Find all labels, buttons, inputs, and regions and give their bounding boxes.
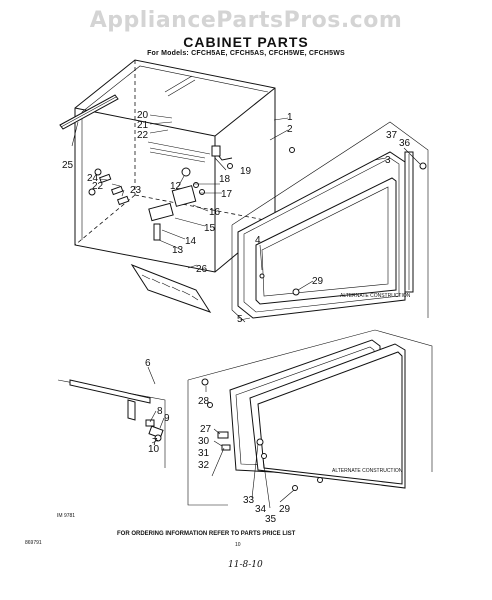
hinge-parts [88,168,130,206]
part-label-14: 14 [185,236,197,247]
part-label-36: 36 [399,138,411,149]
page-title: CABINET PARTS [183,34,309,50]
part-label-29a: 29 [312,276,324,287]
part-label-22a: 22 [137,130,149,141]
part-label-16: 16 [209,207,221,218]
part-label-13: 13 [172,245,184,256]
part-label-35: 35 [265,514,277,525]
part-label-3: 3 [385,155,391,166]
part-label-20: 20 [137,110,149,121]
part-label-10: 10 [148,444,160,455]
part-label-30: 30 [198,436,210,447]
part-label-24: 24 [87,173,99,184]
part-label-28: 28 [198,396,210,407]
part-label-4: 4 [255,235,261,246]
part-label-7: 7 [152,437,158,448]
part-label-2: 2 [287,124,293,135]
model-list: For Models: CFCH5AE, CFCH5AS, CFCH5WE, C… [147,50,345,57]
latch-bracket-6 [57,379,166,468]
handwritten-date: 11-8-10 [228,560,263,570]
part-label-26: 26 [196,264,208,275]
part-label-21: 21 [137,120,149,131]
kick-plate-26 [130,263,212,313]
part-label-29b: 29 [279,504,291,515]
part-label-31: 31 [198,448,210,459]
part-label-25: 25 [62,160,74,171]
figure-code: IM 9781 [57,513,75,519]
page-number: 10 [235,542,241,548]
lower-door-assembly [187,329,433,506]
part-label-1: 1 [287,112,293,123]
part-label-12: 12 [170,181,182,192]
part-label-6: 6 [145,358,151,369]
part-label-34: 34 [255,504,267,515]
ordering-note: FOR ORDERING INFORMATION REFER TO PARTS … [117,531,296,537]
part-label-19: 19 [240,166,252,177]
part-label-27: 27 [200,424,212,435]
trim-strip-25 [59,94,119,130]
doc-number: 869791 [25,540,42,546]
part-label-17: 17 [221,189,233,200]
alternate-construction-upper: ALTERNATE CONSTRUCTION [340,293,411,299]
part-label-22b: 22 [92,181,104,192]
watermark: AppliancePartsPros.com [89,8,403,33]
part-label-32: 32 [198,460,210,471]
part-number-labels: 1 2 3 4 5 6 7 8 9 10 12 13 14 15 16 17 1… [62,110,411,525]
thermostat-parts [148,145,295,241]
part-label-8: 8 [157,406,163,417]
part-label-23: 23 [130,185,142,196]
leader-lines [71,114,421,509]
alternate-construction-lower: ALTERNATE CONSTRUCTION [332,468,403,474]
part-label-33: 33 [243,495,255,506]
part-label-37: 37 [386,130,398,141]
part-label-15: 15 [204,223,216,234]
upper-door-assembly [231,121,429,323]
part-label-5: 5 [237,314,243,325]
part-label-18: 18 [219,174,231,185]
part-label-9: 9 [164,413,170,424]
